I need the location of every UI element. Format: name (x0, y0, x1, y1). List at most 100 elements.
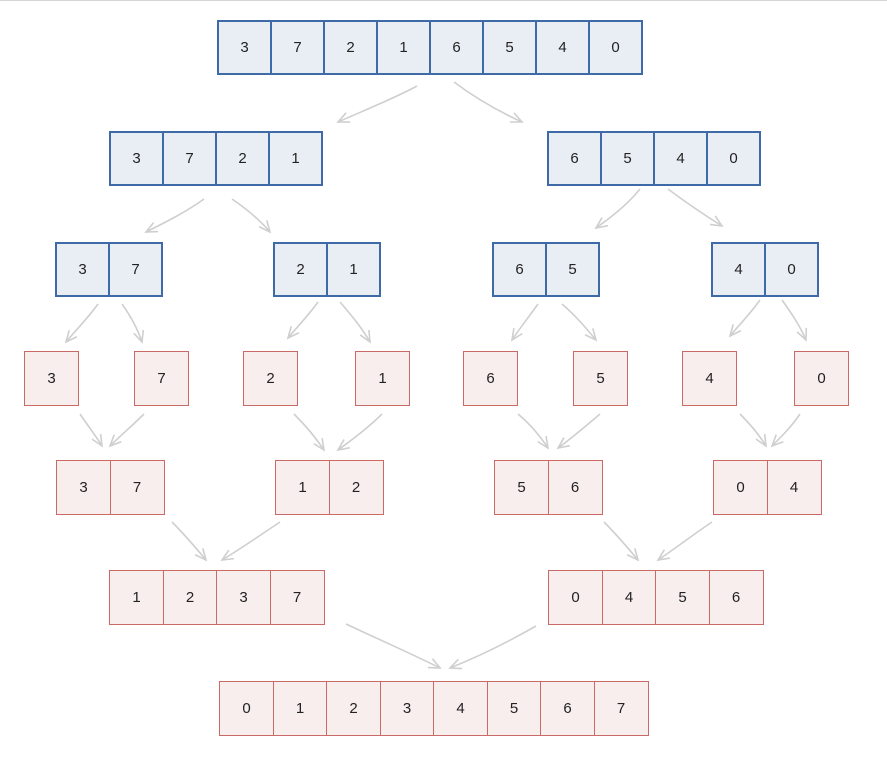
array-cell: 7 (162, 131, 217, 186)
array-cell: 3 (379, 681, 435, 736)
array-cell: 0 (548, 570, 603, 625)
arrow (728, 299, 761, 338)
arrow (336, 85, 418, 123)
arrow (144, 198, 205, 233)
arrow (336, 413, 383, 452)
array-cell: 4 (535, 20, 590, 75)
array-cell: 1 (109, 570, 164, 625)
array-cell: 7 (109, 460, 165, 515)
single-1: 3 (24, 351, 79, 406)
array-cell: 1 (275, 460, 330, 515)
top-border (0, 0, 887, 1)
arrow (603, 521, 640, 562)
arrow (517, 413, 550, 450)
arrow (286, 301, 319, 340)
array-cell: 6 (429, 20, 484, 75)
array-cell: 4 (433, 681, 488, 736)
array-cell: 6 (492, 242, 547, 297)
arrow (667, 188, 724, 228)
array-cell: 2 (215, 131, 270, 186)
array-cell: 3 (55, 242, 110, 297)
array-cell: 1 (326, 242, 381, 297)
array-cell: 6 (547, 131, 602, 186)
array-cell: 0 (764, 242, 819, 297)
array-cell: 3 (24, 351, 79, 406)
arrow (781, 299, 808, 342)
array-cell: 2 (326, 681, 381, 736)
array-cell: 0 (713, 460, 768, 515)
single-5: 6 (463, 351, 518, 406)
arrow (739, 413, 767, 448)
array-cell: 7 (270, 20, 325, 75)
arrow (594, 188, 641, 230)
array-cell: 4 (711, 242, 766, 297)
split-arrows (64, 81, 808, 344)
arrow (79, 413, 103, 448)
array-cell: 3 (56, 460, 111, 515)
arrow (510, 303, 539, 342)
arrow (171, 521, 208, 562)
array-cell: 1 (376, 20, 431, 75)
array-cell: 7 (593, 681, 649, 736)
arrow (561, 303, 598, 342)
array-cell: 1 (272, 681, 328, 736)
array-cell: 3 (217, 20, 272, 75)
array-cell: 5 (545, 242, 600, 297)
array-cell: 1 (268, 131, 323, 186)
array-cell: 2 (328, 460, 384, 515)
arrow (108, 413, 145, 448)
array-cell: 6 (463, 351, 518, 406)
arrow (220, 521, 281, 561)
array-cell: 5 (482, 20, 537, 75)
array-cell: 0 (588, 20, 643, 75)
arrow (121, 303, 145, 344)
single-8: 0 (794, 351, 849, 406)
single-4: 1 (355, 351, 410, 406)
arrow (770, 413, 801, 448)
array-cell: 4 (601, 570, 657, 625)
array-cell: 7 (134, 351, 189, 406)
arrow (339, 301, 371, 344)
array-cell: 4 (653, 131, 708, 186)
array-cell: 6 (708, 570, 764, 625)
single-6: 5 (573, 351, 628, 406)
arrow (656, 521, 713, 562)
merge-arrows (79, 413, 801, 670)
array-cell: 5 (573, 351, 628, 406)
array-cell: 0 (706, 131, 761, 186)
array-cell: 5 (655, 570, 710, 625)
single-2: 7 (134, 351, 189, 406)
array-cell: 7 (269, 570, 325, 625)
array-cell: 2 (243, 351, 298, 406)
arrow (293, 413, 326, 452)
array-cell: 0 (794, 351, 849, 406)
single-3: 2 (243, 351, 298, 406)
array-cell: 2 (162, 570, 218, 625)
array-cell: 6 (540, 681, 595, 736)
array-cell: 0 (219, 681, 274, 736)
arrow (453, 81, 524, 123)
arrow (231, 198, 272, 234)
array-cell: 4 (682, 351, 737, 406)
array-cell: 1 (355, 351, 410, 406)
array-cell: 4 (766, 460, 822, 515)
array-cell: 6 (547, 460, 603, 515)
array-cell: 7 (108, 242, 163, 297)
array-cell: 5 (600, 131, 655, 186)
arrow (64, 303, 99, 344)
arrow (556, 413, 601, 450)
